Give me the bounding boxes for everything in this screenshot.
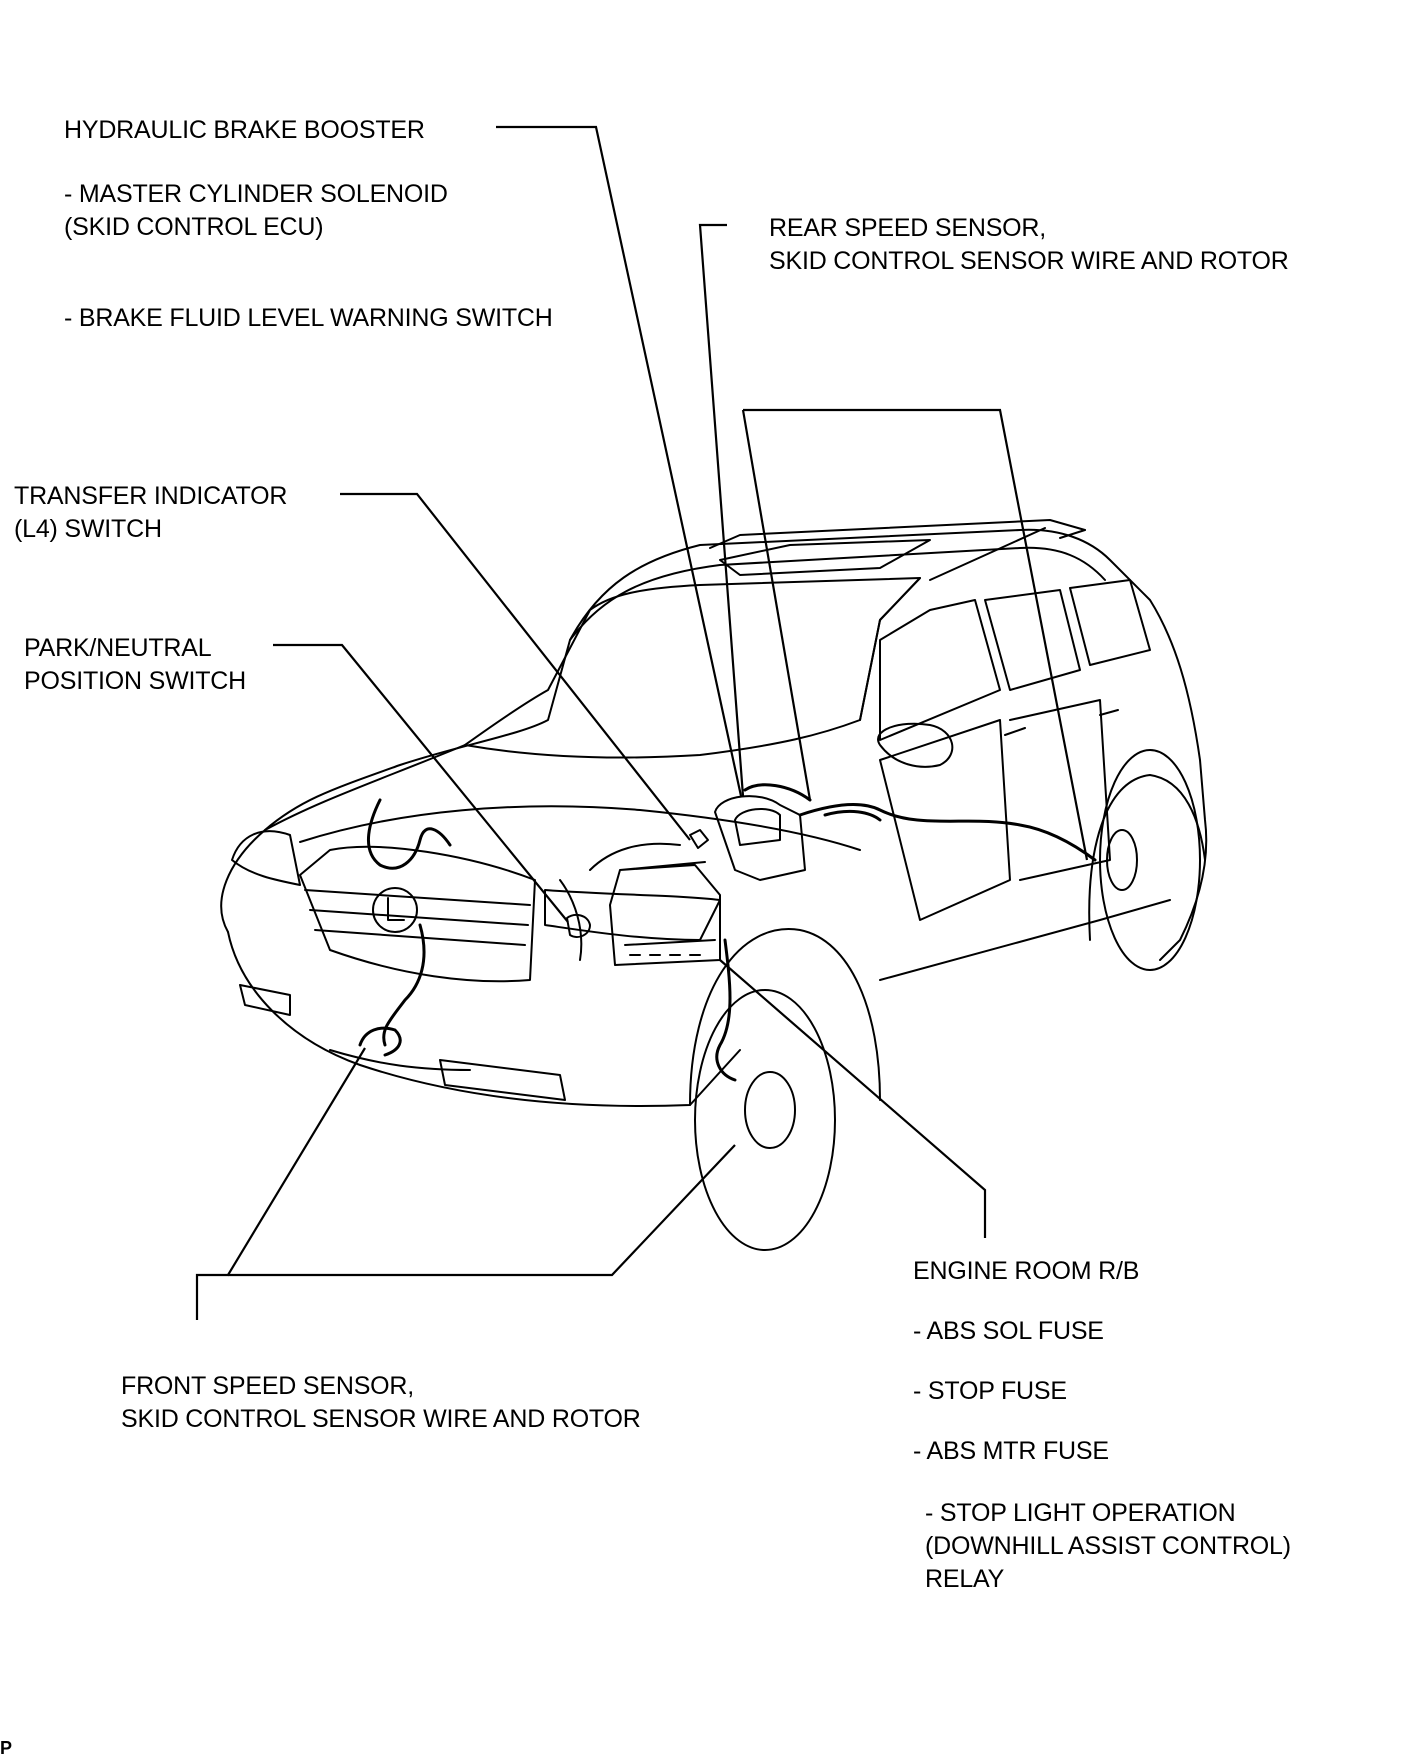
sunroof bbox=[719, 539, 931, 576]
front-harness-left bbox=[366, 798, 452, 1047]
label-master-cylinder-solenoid: - MASTER CYLINDER SOLENOID bbox=[64, 180, 448, 208]
label-rear-sensor-wire-rotor: SKID CONTROL SENSOR WIRE AND ROTOR bbox=[769, 247, 1289, 275]
front-door-window bbox=[879, 599, 1001, 741]
left-headlight bbox=[231, 830, 301, 886]
front-fender-arch bbox=[689, 928, 881, 1106]
rear-rotor bbox=[1106, 829, 1138, 891]
lexus-emblem bbox=[372, 887, 418, 933]
label-stop-fuse: - STOP FUSE bbox=[913, 1377, 1067, 1405]
leader-engine-rb bbox=[719, 959, 987, 1238]
side-sill bbox=[879, 899, 1171, 981]
label-downhill-assist: (DOWNHILL ASSIST CONTROL) bbox=[925, 1532, 1291, 1560]
vehicle-body-outline bbox=[220, 528, 1208, 961]
front-wheel bbox=[694, 989, 836, 1251]
a-pillar bbox=[859, 577, 921, 721]
label-stop-light-operation: - STOP LIGHT OPERATION bbox=[925, 1499, 1236, 1527]
grille bbox=[299, 845, 536, 983]
front-harness-sensor bbox=[358, 1026, 402, 1057]
quarter-window bbox=[1069, 579, 1151, 666]
front-door bbox=[879, 719, 1011, 921]
label-front-speed-sensor: FRONT SPEED SENSOR, bbox=[121, 1372, 415, 1400]
leader-front-speed-a bbox=[195, 1047, 366, 1320]
label-rear-speed-sensor: REAR SPEED SENSOR, bbox=[769, 214, 1047, 242]
label-front-sensor-wire-rotor: SKID CONTROL SENSOR WIRE AND ROTOR bbox=[121, 1405, 641, 1433]
fog-lights bbox=[239, 984, 566, 1101]
leader-park bbox=[273, 643, 569, 923]
windshield bbox=[464, 577, 921, 759]
side-mirror bbox=[877, 722, 954, 768]
rear-fender-arch bbox=[1088, 774, 1206, 941]
vehicle-roof bbox=[569, 546, 1106, 641]
leader-transfer bbox=[340, 492, 691, 841]
brake-booster bbox=[714, 795, 806, 881]
lower-intake bbox=[329, 1049, 471, 1071]
label-fluid-level-switch: - BRAKE FLUID LEVEL WARNING SWITCH bbox=[64, 304, 553, 332]
rear-door-window bbox=[984, 589, 1081, 691]
right-headlight bbox=[544, 889, 721, 941]
label-l4-switch: (L4) SWITCH bbox=[14, 515, 162, 543]
label-relay: RELAY bbox=[925, 1565, 1005, 1593]
engine-block bbox=[559, 842, 681, 961]
label-engine-room-rb: ENGINE ROOM R/B bbox=[913, 1257, 1140, 1285]
rear-door bbox=[1009, 699, 1111, 881]
roof-rack-front bbox=[709, 519, 1086, 549]
label-abs-sol-fuse: - ABS SOL FUSE bbox=[913, 1317, 1104, 1345]
page-marker: P bbox=[0, 1738, 13, 1758]
label-skid-control-ecu: (SKID CONTROL ECU) bbox=[64, 213, 324, 241]
label-position-switch: POSITION SWITCH bbox=[24, 667, 247, 695]
label-abs-mtr-fuse: - ABS MTR FUSE bbox=[913, 1437, 1109, 1465]
front-harness-right bbox=[715, 938, 737, 1082]
rear-harness bbox=[798, 803, 1097, 862]
label-park-neutral: PARK/NEUTRAL bbox=[24, 634, 212, 662]
leader-rear-speed-c bbox=[741, 409, 812, 801]
rear-wheel bbox=[1099, 749, 1201, 971]
label-hydraulic-brake-booster: HYDRAULIC BRAKE BOOSTER bbox=[64, 116, 425, 144]
battery bbox=[609, 861, 721, 966]
hood bbox=[264, 744, 861, 851]
front-rotor bbox=[744, 1071, 796, 1149]
battery-cells bbox=[624, 939, 716, 956]
park-switch bbox=[566, 913, 591, 938]
leader-rear-speed-b bbox=[743, 408, 1089, 861]
label-transfer-indicator: TRANSFER INDICATOR bbox=[14, 482, 288, 510]
leader-hydraulic-booster bbox=[496, 125, 743, 797]
door-handles bbox=[1004, 709, 1119, 736]
grille-slats bbox=[304, 889, 531, 946]
fluid-reservoir bbox=[734, 808, 781, 846]
leader-rear-speed-a bbox=[698, 223, 745, 797]
transfer-switch bbox=[689, 829, 709, 849]
leader-front-speed-b bbox=[228, 1144, 736, 1277]
roof-rack-rail bbox=[929, 527, 1086, 581]
front-bumper bbox=[227, 931, 741, 1107]
brake-tube bbox=[743, 783, 882, 822]
